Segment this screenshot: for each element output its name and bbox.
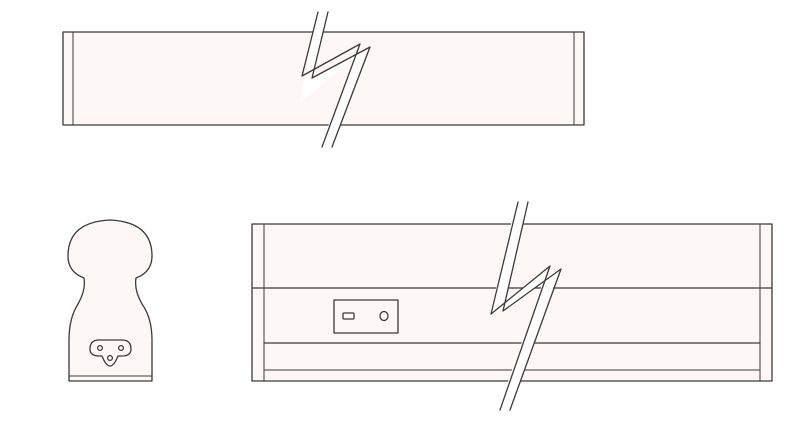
top-view-break-icon: [300, 11, 371, 148]
connector-socket: [89, 339, 132, 367]
switch-icon: [333, 299, 399, 334]
front-view: [251, 201, 773, 411]
front-view-break-icon: [490, 201, 562, 411]
end-view: [67, 219, 153, 382]
top-view: [62, 11, 585, 148]
end-view-outline: [67, 219, 153, 382]
